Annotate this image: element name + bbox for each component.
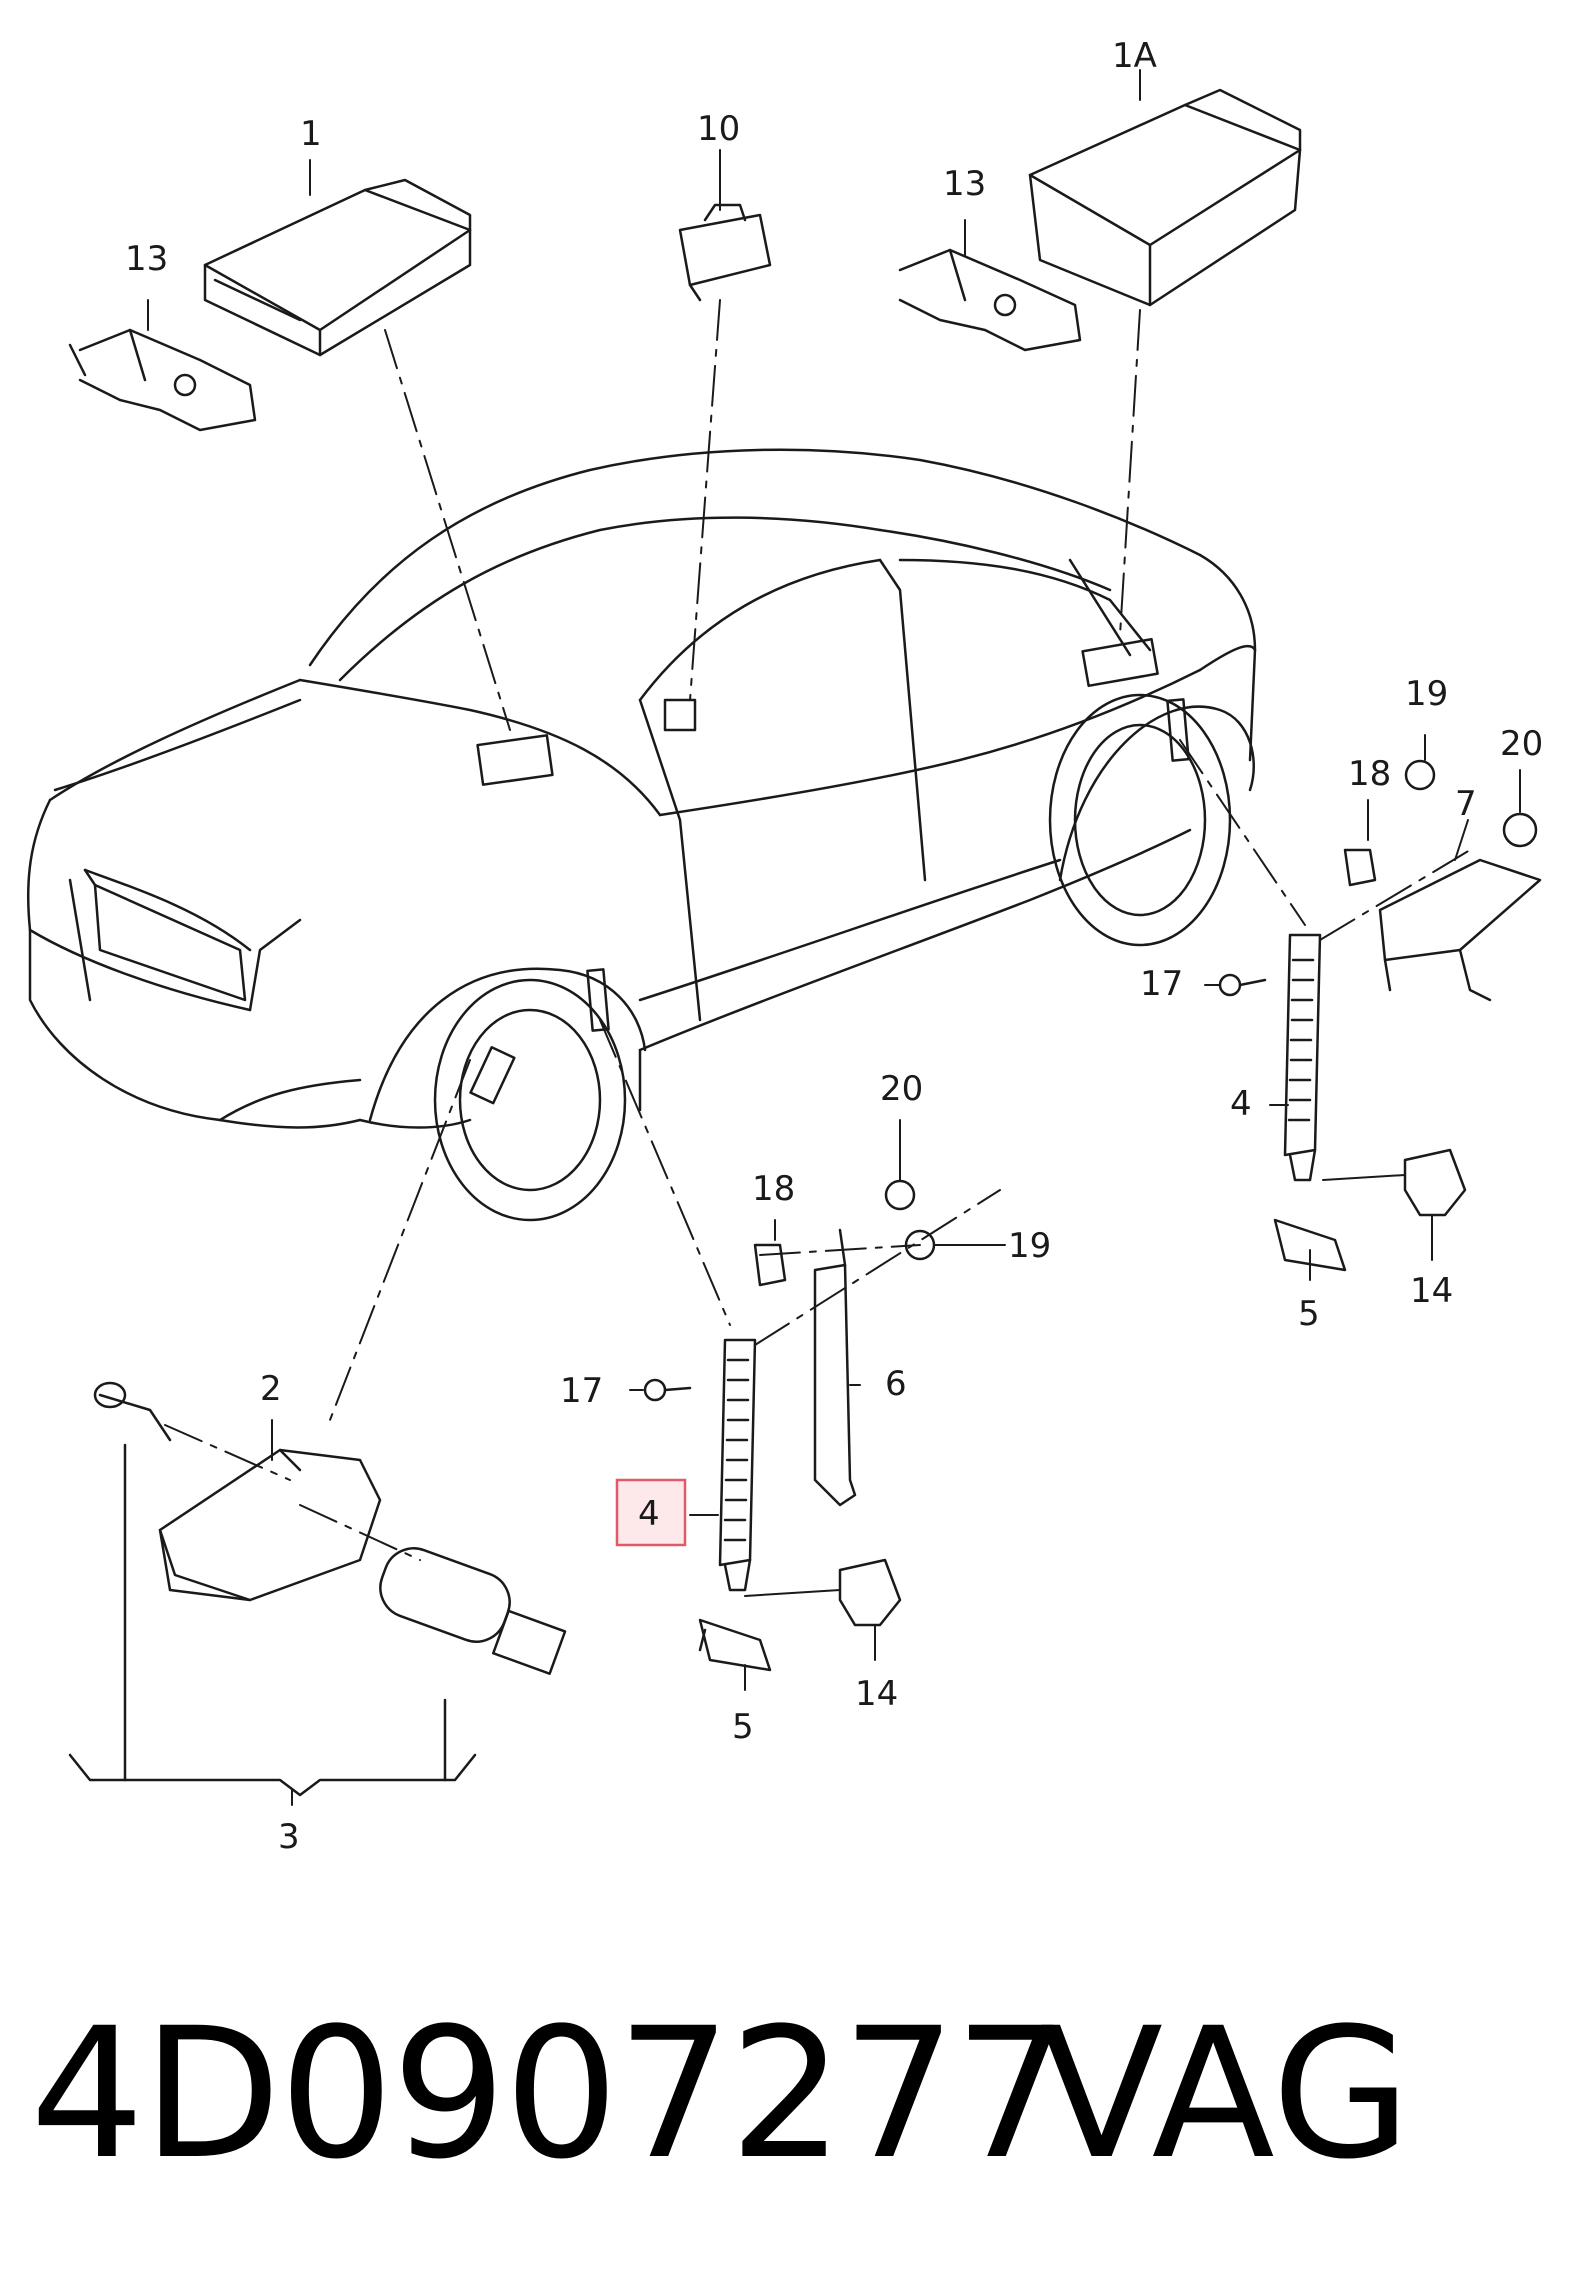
part-5-clip-left xyxy=(698,1618,772,1672)
callout-4-right: 4 xyxy=(1230,1084,1252,1124)
callout-3: 3 xyxy=(278,1817,300,1857)
parts-diagram: 1 10 1A 13 13 2 3 19 20 18 7 17 4 14 5 2… xyxy=(26,36,1543,1857)
part-20-nut-right xyxy=(1502,812,1538,848)
callout-13-right: 13 xyxy=(943,164,986,204)
part-10-sensor xyxy=(678,203,772,302)
callout-19-left: 19 xyxy=(1008,1226,1051,1266)
callout-18-right: 18 xyxy=(1348,754,1391,794)
callout-13-left: 13 xyxy=(125,239,168,279)
part-13-connector-left xyxy=(68,328,257,432)
part-4-antenna-right xyxy=(1283,933,1322,1182)
callout-labels: 1 10 1A 13 13 2 3 19 20 18 7 17 4 14 5 2… xyxy=(125,36,1543,1857)
callout-1: 1 xyxy=(300,114,322,154)
callout-5-left: 5 xyxy=(732,1707,754,1747)
callout-20-right: 20 xyxy=(1500,724,1543,764)
brand-name: VAG xyxy=(1040,1990,1412,2199)
car-body-outline xyxy=(26,448,1257,1222)
part-6-bracket-left xyxy=(813,1228,857,1507)
callout-6: 6 xyxy=(885,1364,907,1404)
part-18-clip-right xyxy=(1343,848,1377,887)
part-20-nut-left xyxy=(884,1179,916,1211)
callout-4-selected: 4 xyxy=(638,1494,660,1534)
callout-5-right: 5 xyxy=(1298,1294,1320,1334)
callout-7: 7 xyxy=(1455,784,1477,824)
part-14-connector-right xyxy=(1403,1148,1467,1217)
callout-2: 2 xyxy=(260,1369,282,1409)
part-number: 4D0907277 xyxy=(30,1990,1069,2199)
dash-dot-lines xyxy=(164,299,1471,1561)
part-3-valve xyxy=(93,1381,567,1676)
callout-18-left: 18 xyxy=(752,1169,795,1209)
sensor-strip-rear xyxy=(1166,698,1190,762)
callout-14-left: 14 xyxy=(855,1674,898,1714)
callout-14-right: 14 xyxy=(1410,1271,1453,1311)
leader-lines xyxy=(147,69,1521,1806)
callout-1A: 1A xyxy=(1112,36,1157,76)
part-1A-control-unit xyxy=(1028,88,1302,307)
callout-19-right: 19 xyxy=(1405,674,1448,714)
part-17-screw-left xyxy=(643,1378,667,1402)
callout-10: 10 xyxy=(697,109,740,149)
footer: 4D0907277 VAG xyxy=(0,1995,1589,2195)
part-4-antenna-left xyxy=(718,1338,757,1592)
part-1-control-unit xyxy=(203,178,472,357)
sensor-strip-front-b xyxy=(469,1046,516,1105)
callout-17-left: 17 xyxy=(560,1371,603,1411)
part-3-bracket xyxy=(68,1443,477,1797)
body-module-front xyxy=(476,734,554,786)
part-2-tpms-sensor xyxy=(158,1448,382,1602)
part-17-screw-right xyxy=(1218,973,1242,997)
part-7-bracket-right xyxy=(1378,858,1542,1002)
part-14-connector-left xyxy=(838,1558,902,1627)
callout-17-right: 17 xyxy=(1140,964,1183,1004)
part-19-nut-right xyxy=(1404,759,1436,791)
body-module-rear xyxy=(1081,637,1159,688)
selected-callout-highlight[interactable] xyxy=(615,1478,687,1547)
body-module-roof xyxy=(663,698,697,732)
callout-20-left: 20 xyxy=(880,1069,923,1109)
sensor-strip-front-a xyxy=(586,968,610,1032)
part-13-connector-right xyxy=(898,248,1082,352)
part-18-clip-left xyxy=(753,1243,787,1287)
part-5-clip-right xyxy=(1273,1218,1347,1272)
